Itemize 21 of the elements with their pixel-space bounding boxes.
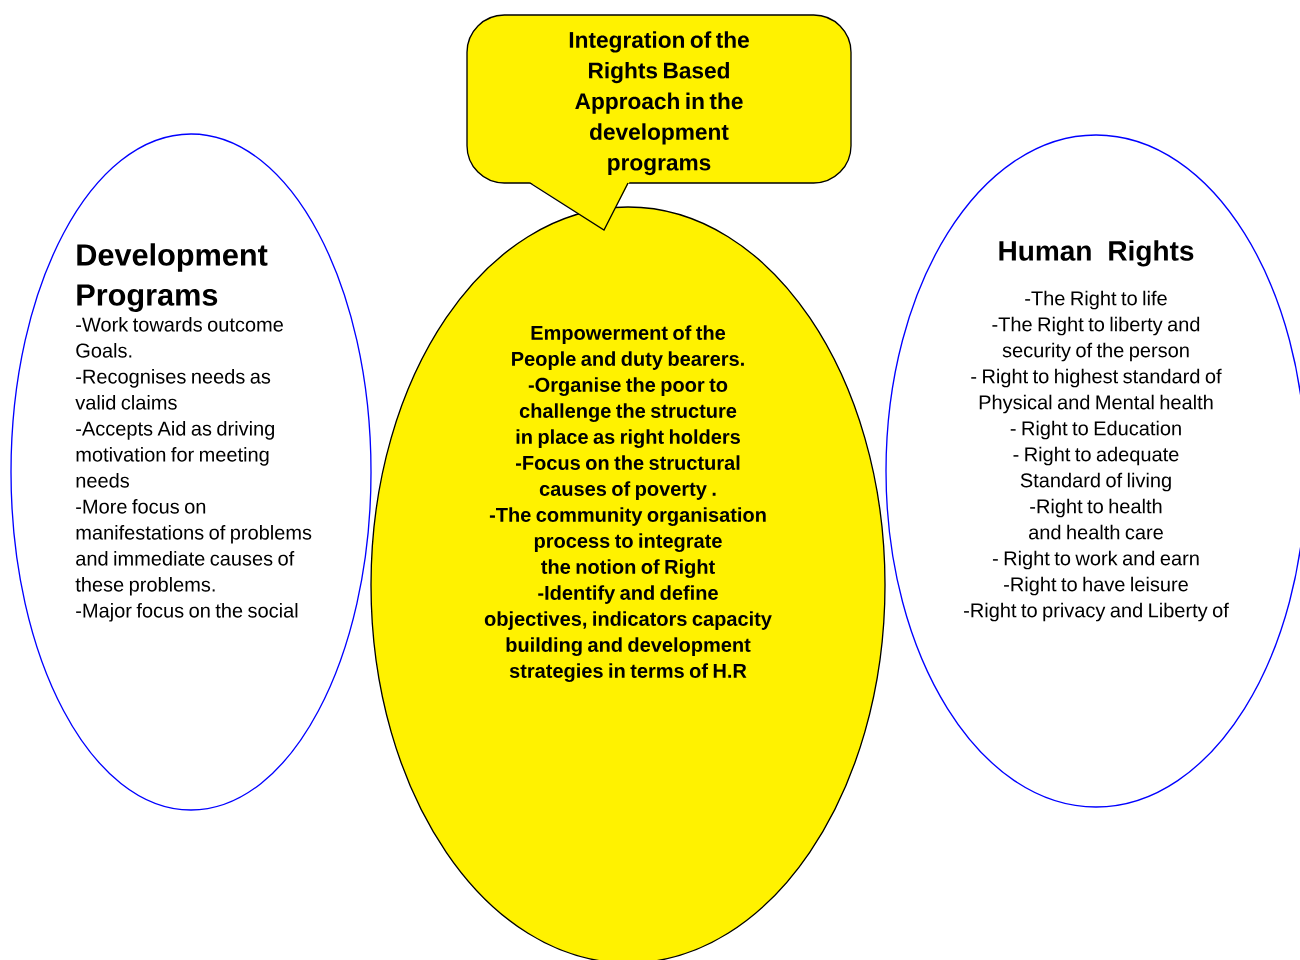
bullet-text: - Right to highest standard of Physical and Mental health	[971, 368, 1222, 414]
bullet-text: -Recognises needs as valid claims	[75, 369, 271, 410]
bullet-text: - Right to Education	[1010, 420, 1181, 440]
bullet-text: -Right to health and health care	[1029, 498, 1163, 540]
bullet-text: -Accepts Aid as driving motivation for meeting needs	[76, 421, 274, 488]
bullet-text: -Work towards outcome Goals.	[76, 317, 283, 358]
heading: Development Programs	[77, 243, 268, 312]
ellipse-text: -The community organisation process to integrate the notion of Right	[489, 507, 766, 578]
bullet-text: -The Right to life	[1025, 290, 1167, 310]
ellipse-text: Empowerment of the People and duty bearers.	[512, 325, 744, 370]
bullet-text: -Right to have leisure	[1004, 576, 1188, 596]
bullet-text: -The Right to liberty and security of the person	[992, 316, 1200, 362]
bullet-text: -More focus on manifestations of problems and immediate causes of these problems.	[75, 499, 312, 596]
ellipse-text: -Identify and define objectives, indicators capacity building and development strategies in terms of H.R	[484, 585, 772, 682]
heading: Human Rights	[999, 240, 1194, 267]
ellipse-text: -Focus on the structural causes of poverty .	[516, 455, 740, 500]
bullet-text: - Right to work and earn	[992, 550, 1199, 570]
bullet-text: - Right to adequate Standard of living	[1013, 446, 1179, 492]
ellipse-text: -Organise the poor to challenge the structure in place as right holders	[516, 377, 740, 448]
bullet-text: -Major focus on the social	[76, 603, 298, 622]
bullet-text: -Right to privacy and Liberty of	[964, 602, 1229, 622]
